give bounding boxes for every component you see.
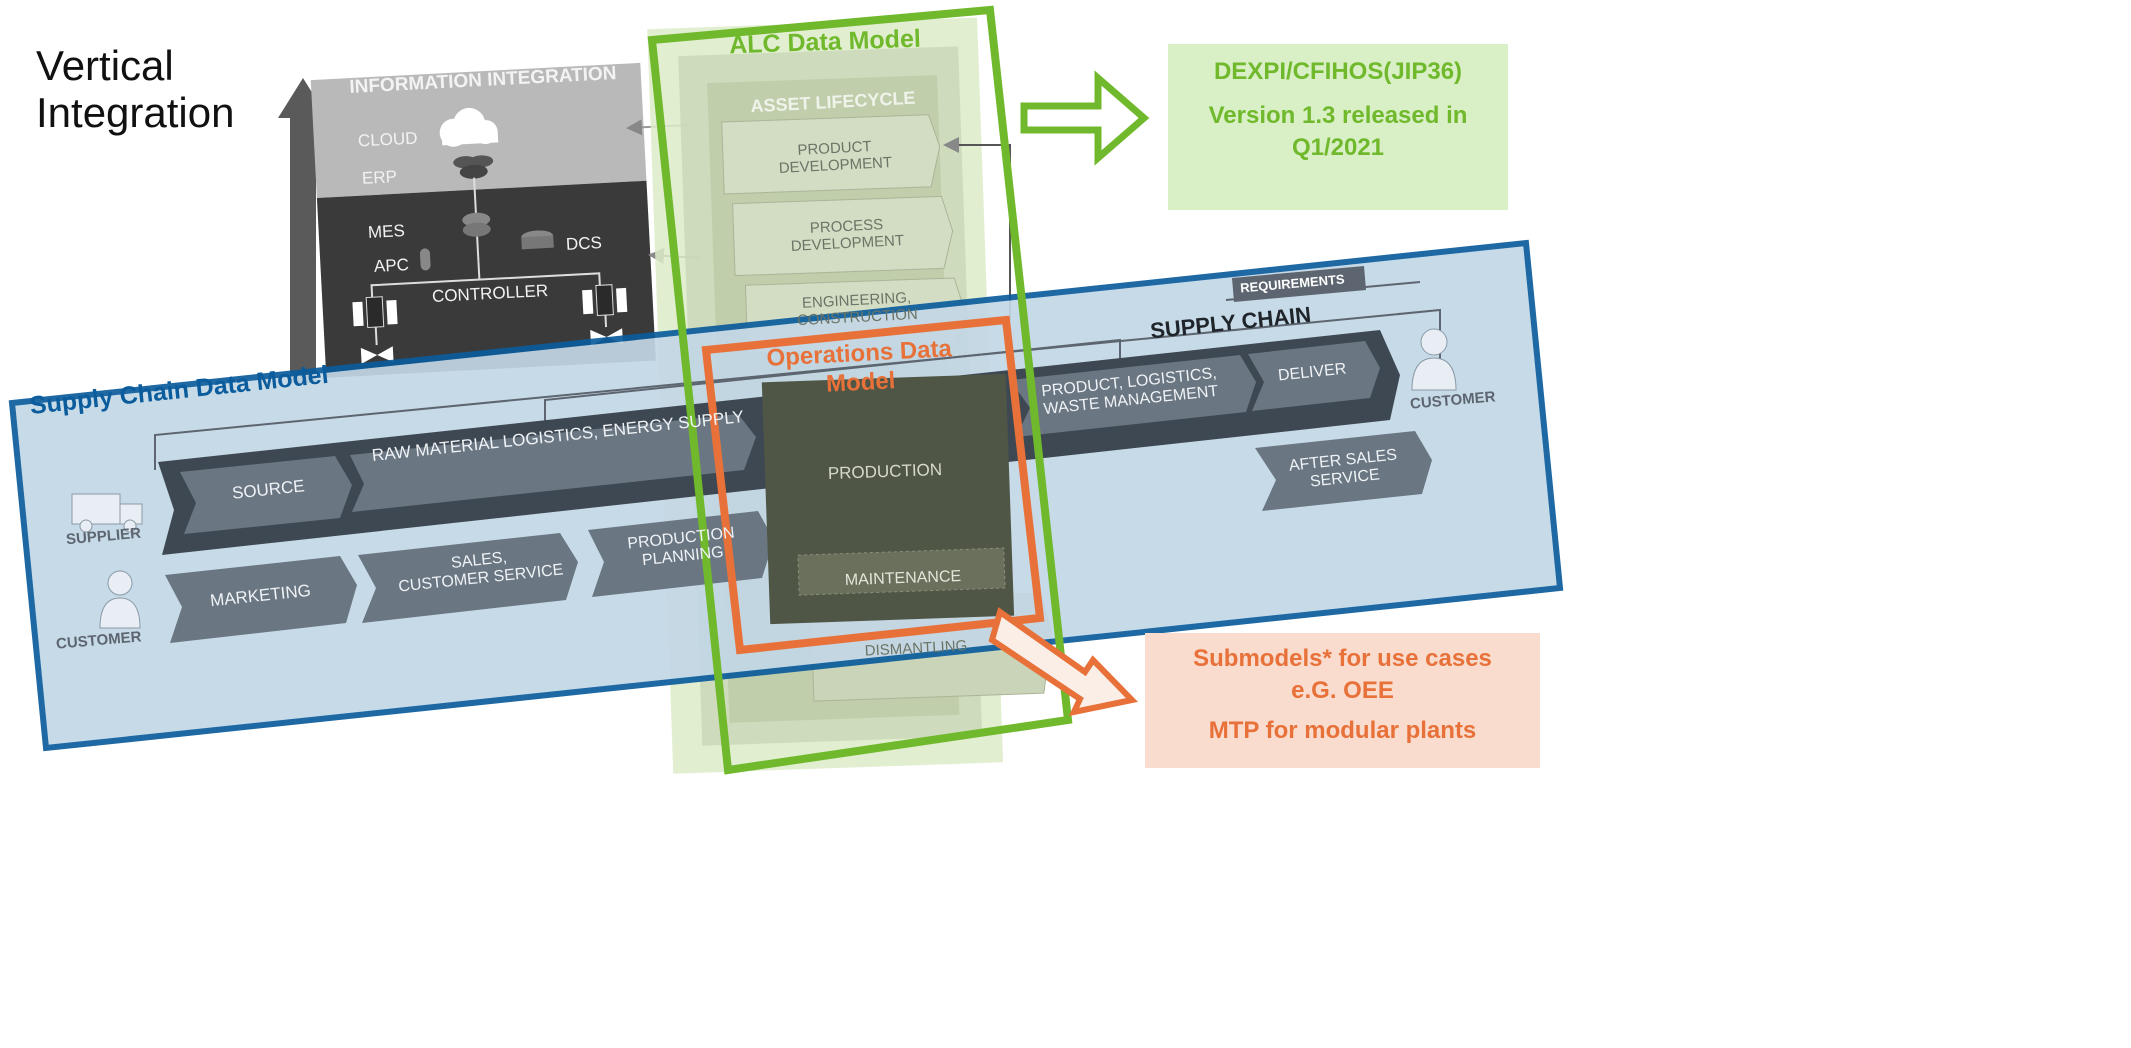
mes-database-icon — [462, 212, 491, 237]
erp-label: ERP — [361, 167, 398, 188]
vertical-integration-heading: Vertical Integration — [36, 42, 234, 136]
information-integration-panel — [310, 62, 656, 378]
dcs-database-icon — [521, 230, 554, 250]
apc-cylinder-icon — [419, 248, 431, 271]
diagram-canvas — [8, 5, 1564, 775]
dexpi-line3: Q1/2021 — [1291, 134, 1385, 161]
right-controller-icon — [582, 284, 628, 316]
dexpi-line2: Version 1.3 released in — [1208, 102, 1468, 129]
production-box — [761, 373, 1015, 625]
heading-line1: Vertical — [36, 42, 174, 89]
alc-outline — [647, 5, 1073, 775]
dexpi-line1: DEXPI/CFIHOS(JIP36) — [1213, 58, 1463, 85]
truck-icon — [71, 493, 143, 533]
lower-chevrons — [165, 511, 774, 643]
left-controller-icon — [352, 296, 398, 329]
mes-label: MES — [367, 221, 406, 242]
submodels-arrow — [988, 607, 1138, 717]
upper-chevrons — [180, 341, 1432, 534]
submodels-line3: MTP for modular plants — [1208, 717, 1477, 744]
cloud-label: CLOUD — [357, 128, 418, 151]
apc-label: APC — [373, 255, 410, 276]
erp-database-icon — [453, 155, 494, 179]
left-valve-icon — [360, 327, 394, 364]
submodels-line1: Submodels* for use cases — [1193, 645, 1492, 672]
dcs-label: DCS — [565, 233, 603, 254]
customer-right-icon — [1411, 328, 1457, 391]
dexpi-arrow — [1020, 70, 1150, 166]
submodels-line2: e.G. OEE — [1291, 677, 1394, 704]
requirements-tab — [1232, 266, 1366, 302]
dexpi-box: DEXPI/CFIHOS(JIP36) Version 1.3 released… — [1168, 44, 1508, 210]
customer-left-icon — [99, 570, 141, 629]
feedback-arrow — [943, 137, 1011, 320]
cloud-icon — [439, 107, 499, 147]
heading-line2: Integration — [36, 89, 235, 137]
operations-outline — [701, 315, 1045, 655]
submodels-box: Submodels* for use cases e.G. OEE MTP fo… — [1145, 633, 1540, 768]
